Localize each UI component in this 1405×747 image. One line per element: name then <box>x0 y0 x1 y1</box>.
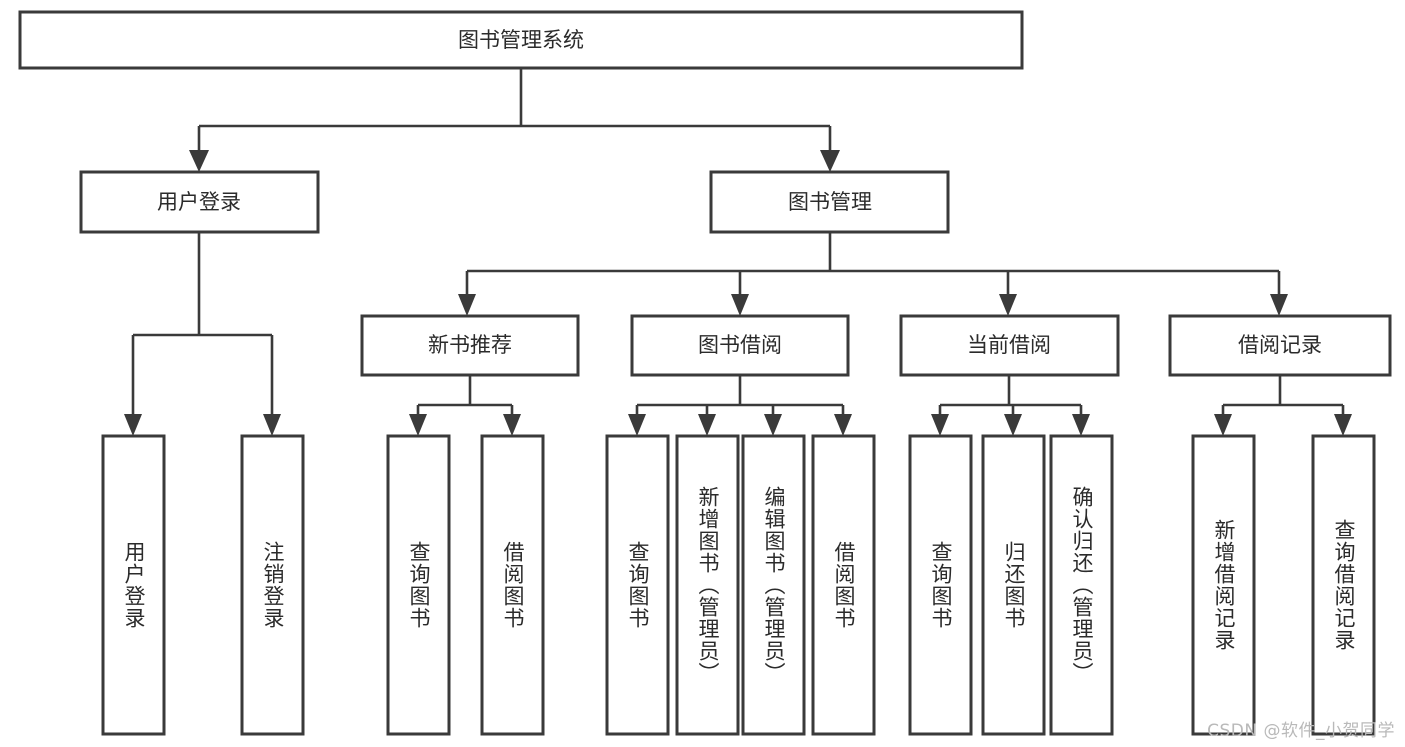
node-leaf-confirm-return-admin[interactable] <box>1049 434 1114 736</box>
node-leaf-user-login[interactable] <box>101 434 166 736</box>
node-leaf-logout[interactable] <box>240 434 305 736</box>
node-new-book-recommend[interactable] <box>360 314 580 377</box>
arrow-book-mgmt-child-2 <box>731 294 749 316</box>
arrow-user-login-child-1 <box>124 414 142 436</box>
watermark-text: CSDN @软件_小贺同学 <box>1207 721 1395 741</box>
node-root[interactable] <box>18 10 1024 70</box>
arrow-new-book-child-2 <box>503 414 521 436</box>
arrow-book-mgmt-child-1 <box>458 294 476 316</box>
node-leaf-edit-book-admin[interactable] <box>741 434 806 736</box>
node-book-borrow[interactable] <box>630 314 850 377</box>
arrow-root-to-user-login <box>189 150 209 172</box>
arrow-book-mgmt-child-4 <box>1270 294 1288 316</box>
arrow-root-to-book-mgmt <box>820 150 840 172</box>
arrow-book-borrow-child-1 <box>628 414 646 436</box>
arrow-current-borrow-child-3 <box>1072 414 1090 436</box>
node-leaf-query-book-current[interactable] <box>908 434 973 736</box>
node-user-login-label: 用户登录 <box>157 190 241 214</box>
node-leaf-add-book-admin[interactable] <box>675 434 740 736</box>
node-book-management[interactable] <box>709 170 950 234</box>
node-leaf-query-borrow-record[interactable] <box>1311 434 1376 736</box>
node-leaf-add-borrow-record[interactable] <box>1191 434 1256 736</box>
arrow-book-borrow-child-2 <box>698 414 716 436</box>
arrow-user-login-child-2 <box>263 414 281 436</box>
arrow-book-borrow-child-4 <box>834 414 852 436</box>
node-current-borrow[interactable] <box>899 314 1120 377</box>
node-book-borrow-label: 图书借阅 <box>698 333 782 357</box>
arrow-book-mgmt-child-3 <box>999 294 1017 316</box>
node-current-borrow-label: 当前借阅 <box>967 333 1051 357</box>
arrow-book-borrow-child-3 <box>764 414 782 436</box>
arrow-borrow-record-child-1 <box>1214 414 1232 436</box>
arrow-new-book-child-1 <box>409 414 427 436</box>
node-borrow-record[interactable] <box>1168 314 1392 377</box>
node-leaf-return-book[interactable] <box>981 434 1046 736</box>
connector-layer <box>124 68 1352 436</box>
arrow-current-borrow-child-2 <box>1004 414 1022 436</box>
node-book-management-label: 图书管理 <box>788 190 872 214</box>
node-root-label: 图书管理系统 <box>458 28 584 52</box>
arrow-borrow-record-child-2 <box>1334 414 1352 436</box>
node-layer: 图书管理系统 用户登录 图书管理 新书推荐 图书借阅 当前借阅 借阅记录 <box>18 10 1392 736</box>
node-borrow-record-label: 借阅记录 <box>1238 333 1322 357</box>
node-leaf-borrow-book[interactable] <box>811 434 876 736</box>
node-leaf-query-book-borrow[interactable] <box>605 434 670 736</box>
node-user-login[interactable] <box>79 170 320 234</box>
node-leaf-query-book-recommend[interactable] <box>386 434 451 736</box>
arrow-current-borrow-child-1 <box>931 414 949 436</box>
node-new-book-recommend-label: 新书推荐 <box>428 333 512 357</box>
node-leaf-borrow-book-recommend[interactable] <box>480 434 545 736</box>
